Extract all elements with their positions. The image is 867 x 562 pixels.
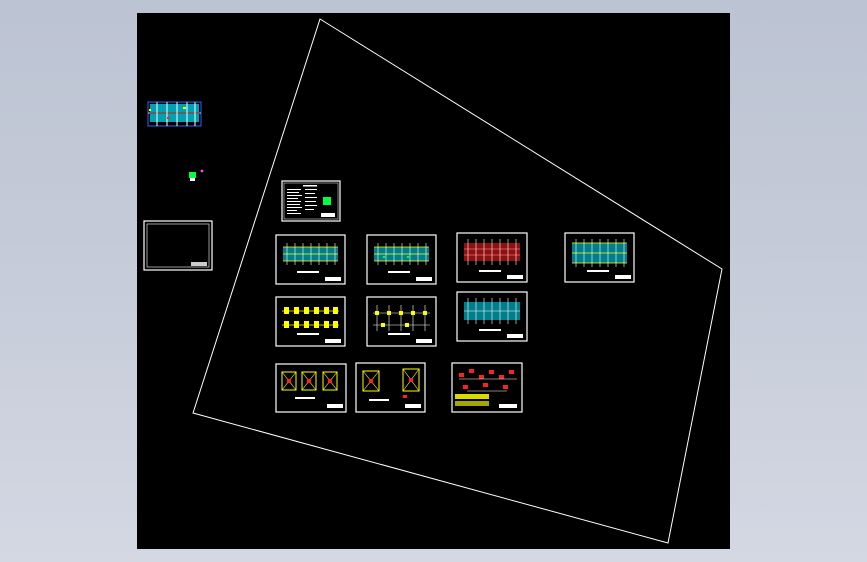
sheet-plan-2[interactable]: [366, 234, 437, 285]
sheet-footing-details-1[interactable]: [275, 363, 347, 413]
site-boundary: [192, 18, 723, 544]
detail-marker[interactable]: [189, 169, 204, 181]
sheet-design-notes[interactable]: [281, 180, 341, 222]
sheet-plan-red[interactable]: [456, 232, 528, 283]
sheet-rebar-details[interactable]: [451, 362, 523, 413]
drawing-svg: [143, 18, 723, 544]
sheet-overview-strip[interactable]: [147, 101, 202, 127]
sheet-plan-1[interactable]: [275, 234, 346, 285]
sheet-footing-details-2[interactable]: [355, 362, 426, 413]
sheet-plan-5[interactable]: [456, 291, 528, 342]
sheet-foundation-1[interactable]: [275, 296, 346, 347]
cad-model-space[interactable]: [137, 13, 730, 549]
sheet-empty-frame[interactable]: [143, 220, 213, 271]
sheet-foundation-2[interactable]: [366, 296, 437, 347]
sheet-plan-4[interactable]: [564, 232, 635, 283]
